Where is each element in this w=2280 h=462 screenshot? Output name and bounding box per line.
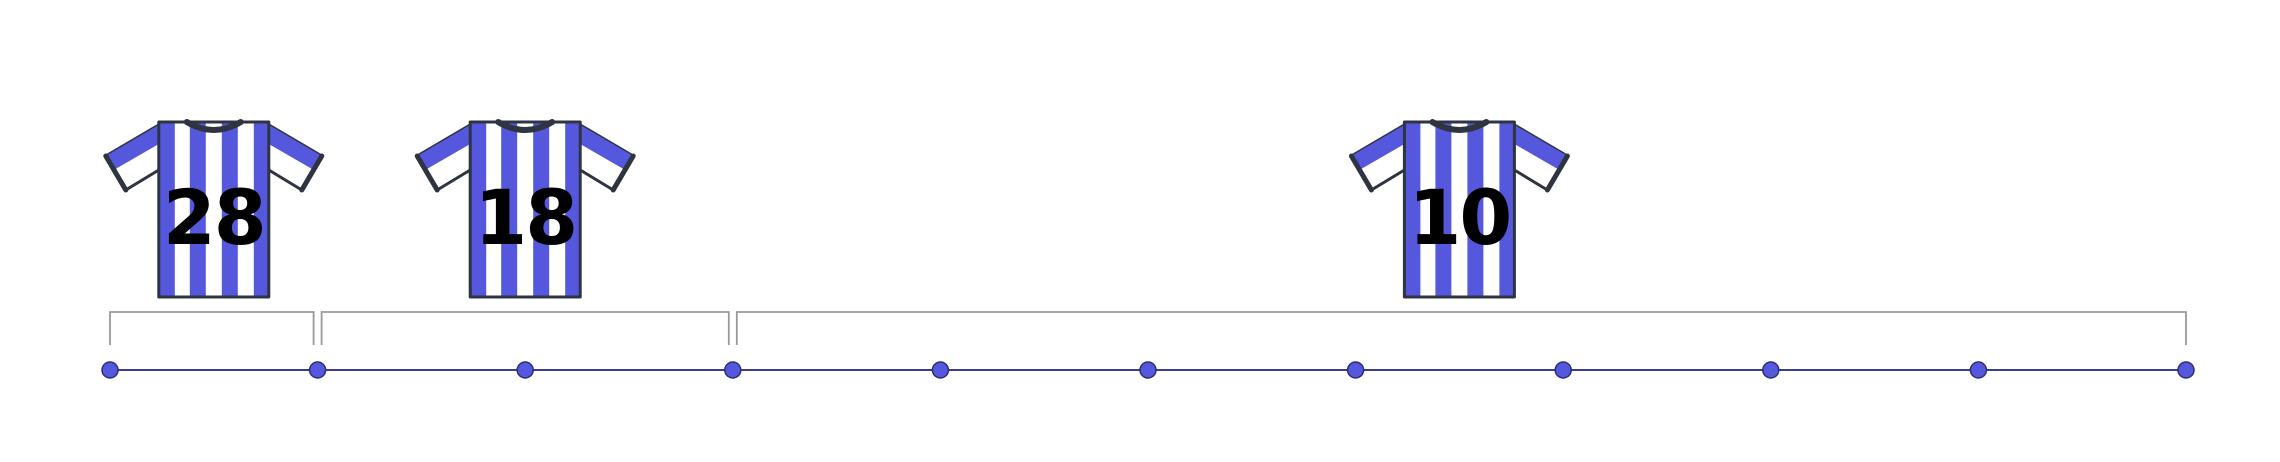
group-bracket [320,311,730,345]
timeline-dot [2177,361,2195,379]
jersey-outline [1402,120,1516,299]
jersey-stripe [253,122,269,297]
jersey-outline [468,120,582,299]
jersey-stripe [533,122,550,297]
jersey-number: 28 [163,173,265,262]
jerseys: 28 18 10 [103,119,1570,299]
jersey-stripes [470,122,581,297]
timeline-dot [1762,361,1780,379]
jersey-stripe [158,122,175,297]
sleeve-stripe [1351,122,1410,170]
jersey-collar [183,119,244,133]
sleeve-cuff [299,153,325,193]
timeline-dot [516,361,534,379]
timeline-dot [1554,361,1572,379]
sleeve-cuff [414,153,440,193]
jersey-body [1404,122,1515,297]
jersey-body [158,122,269,297]
sleeve-cuff [610,153,636,193]
sleeve-cuff [103,153,129,193]
timeline-dots [101,361,2195,379]
sleeve-stripe [263,122,322,170]
jersey-stripe [221,122,238,297]
group-bracket [735,311,2187,345]
jersey-collar [1429,119,1490,133]
jersey-stripe [1467,122,1484,297]
jersey-stripe [1499,122,1515,297]
jersey-number: 18 [474,173,576,262]
jersey-stripe [501,122,518,297]
sleeve-cuff [1348,153,1374,193]
timeline-dot [308,361,327,379]
timeline-dot [1139,361,1157,379]
jersey-stripe [565,122,581,297]
sleeve-stripe [105,122,164,170]
jersey-collar [495,119,556,133]
jersey-icon: 10 [1348,119,1570,299]
jersey-stripes [1404,122,1515,297]
jersey-stripes [158,122,269,297]
group-brackets [109,311,2187,345]
timeline-dot [1346,361,1365,379]
timeline-dot [1969,361,1988,379]
jersey-stripe [470,122,487,297]
sleeve-stripe [417,122,476,170]
jersey-icon: 18 [414,119,636,299]
sleeve-stripe [575,122,634,170]
jersey-number: 10 [1409,173,1511,262]
sleeve-cuff [1544,153,1570,193]
jersey-body [470,122,581,297]
jersey-stripe [189,122,206,297]
timeline-dot [931,361,950,379]
jersey-icon: 28 [103,119,325,299]
sleeve-stripe [1509,122,1568,170]
group-bracket [109,311,315,345]
jersey-stripe [1435,122,1452,297]
jersey-outline [157,120,271,299]
jersey-stripe [1404,122,1421,297]
timeline-dot [724,361,742,379]
timeline-dot [101,361,119,379]
